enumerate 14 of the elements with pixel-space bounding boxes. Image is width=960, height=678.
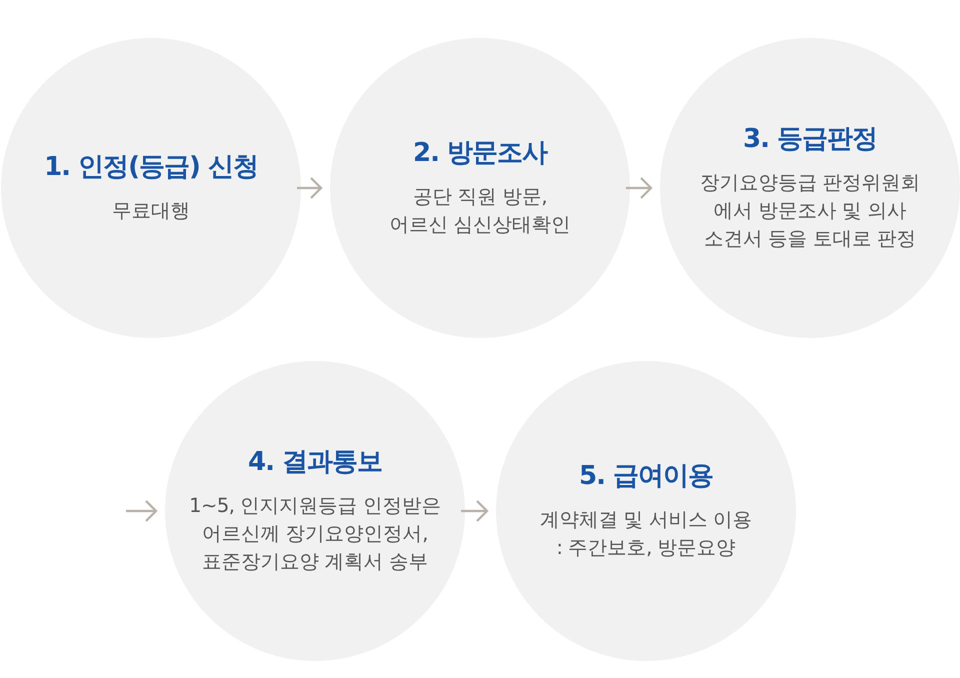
step-description: 1~5, 인지지원등급 인정받은 어르신께 장기요양인정서, 표준장기요양 계획서 송부 — [188, 493, 442, 575]
step-description: 계약체결 및 서비스 이용 : 주간보호, 방문요양 — [538, 507, 754, 561]
arrow — [626, 176, 652, 200]
step-title: 4. 결과통보 — [248, 446, 382, 478]
step-title: 1. 인정(등급) 신청 — [44, 151, 258, 183]
step-description: 장기요양등급 판정위원회 에서 방문조사 및 의사 소견서 등을 토대로 판정 — [698, 170, 922, 252]
step-title: 3. 등급판정 — [742, 123, 878, 155]
arrow — [461, 500, 488, 522]
step-title: 5. 급여이용 — [578, 460, 714, 492]
arrow — [126, 500, 158, 522]
arrow — [297, 176, 322, 200]
step-title: 2. 방문조사 — [412, 137, 548, 169]
step-description: 무료대행 — [112, 198, 190, 224]
step-description: 공단 직원 방문, 어르신 심신상태확인 — [388, 184, 572, 238]
